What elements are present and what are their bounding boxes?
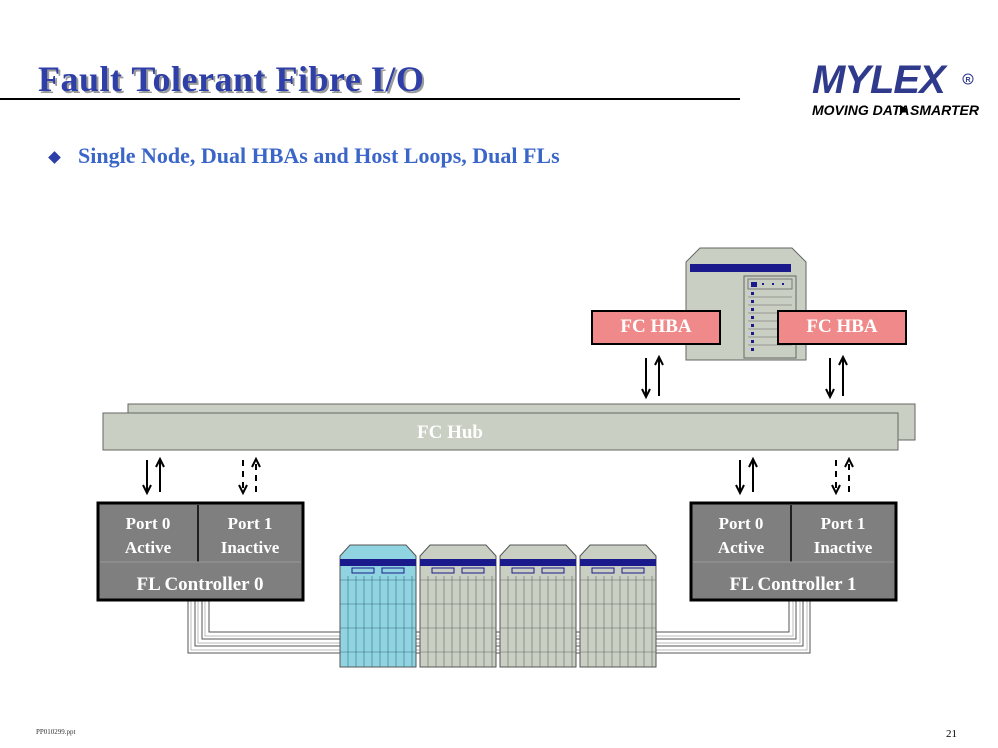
controller-1-port1-line2: Inactive xyxy=(813,538,873,557)
controller-0-port0-line1: Port 0 xyxy=(125,514,171,533)
controller-0-port0-line2: Active xyxy=(124,538,172,557)
hba-right-box xyxy=(777,310,907,345)
registered-mark-icon xyxy=(962,73,974,85)
controller-1-port0-line2: Active xyxy=(717,538,765,557)
mylex-logo: MYLEX R MOVING DATA SMARTER xyxy=(812,58,980,118)
hba-left-box xyxy=(591,310,721,345)
page-number: 21 xyxy=(946,728,957,740)
slide-title: Fault Tolerant Fibre I/O xyxy=(38,59,425,99)
hba-left-label: FC HBA xyxy=(620,316,692,337)
logo-tagline-right: SMARTER xyxy=(910,102,980,118)
hba-right-label: FC HBA xyxy=(806,316,878,337)
svg-text:R: R xyxy=(966,77,971,84)
controller-1-name: FL Controller 1 xyxy=(729,574,857,595)
hub-label: FC Hub xyxy=(417,422,483,443)
controller-1-port0-line1: Port 0 xyxy=(718,514,764,533)
disk-enclosure-3 xyxy=(499,544,577,668)
hub-box xyxy=(102,412,899,451)
bullet-text: Single Node, Dual HBAs and Host Loops, D… xyxy=(78,143,560,168)
controller-0-name: FL Controller 0 xyxy=(136,574,264,595)
logo-tagline-left: MOVING DATA xyxy=(812,102,909,118)
footer-filename: PP010299.ppt xyxy=(36,728,76,736)
disk-enclosure-2 xyxy=(419,544,497,668)
fl-controller-0-box xyxy=(96,501,305,602)
arrow-right-icon xyxy=(900,105,908,114)
logo-brand: MYLEX xyxy=(812,58,948,102)
controller-0-port1-line1: Port 1 xyxy=(227,514,273,533)
disk-enclosure-1 xyxy=(339,544,417,668)
fl-controller-1-box xyxy=(689,501,898,602)
controller-1-port1-line1: Port 1 xyxy=(820,514,866,533)
disk-enclosure-4 xyxy=(579,544,657,668)
controller-0-port1-line2: Inactive xyxy=(220,538,280,557)
title-underline xyxy=(0,98,740,100)
